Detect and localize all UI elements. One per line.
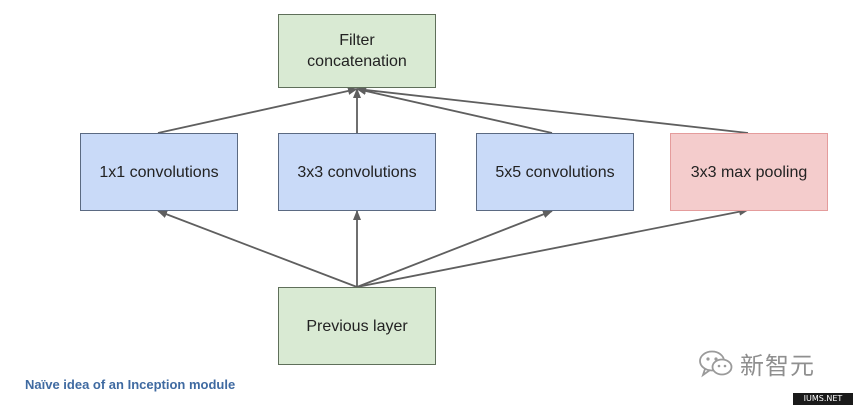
arrow-prev-to-pool — [356, 207, 749, 288]
conv-3x3-node: 3x3 convolutions — [278, 133, 436, 211]
arrow-prev-to-conv5x5 — [356, 210, 553, 288]
max-pooling-node: 3x3 max pooling — [670, 133, 828, 211]
arrow-prev-to-conv1x1 — [157, 210, 358, 288]
arrow-conv5x5-to-filter — [356, 87, 553, 134]
watermark-text: 新智元 — [740, 352, 815, 380]
wechat-icon — [699, 350, 733, 377]
filter-concatenation-node: Filter concatenation — [278, 14, 436, 88]
watermark: 新智元 — [698, 346, 815, 381]
arrow-conv1x1-to-filter — [157, 87, 358, 134]
arrow-pool-to-filter — [356, 86, 749, 134]
conv-1x1-node: 1x1 convolutions — [80, 133, 238, 211]
site-tag: IUMS.NET — [793, 393, 853, 405]
conv-5x5-node: 5x5 convolutions — [476, 133, 634, 211]
previous-layer-node: Previous layer — [278, 287, 436, 365]
caption: Naïve idea of an Inception module — [25, 377, 236, 392]
